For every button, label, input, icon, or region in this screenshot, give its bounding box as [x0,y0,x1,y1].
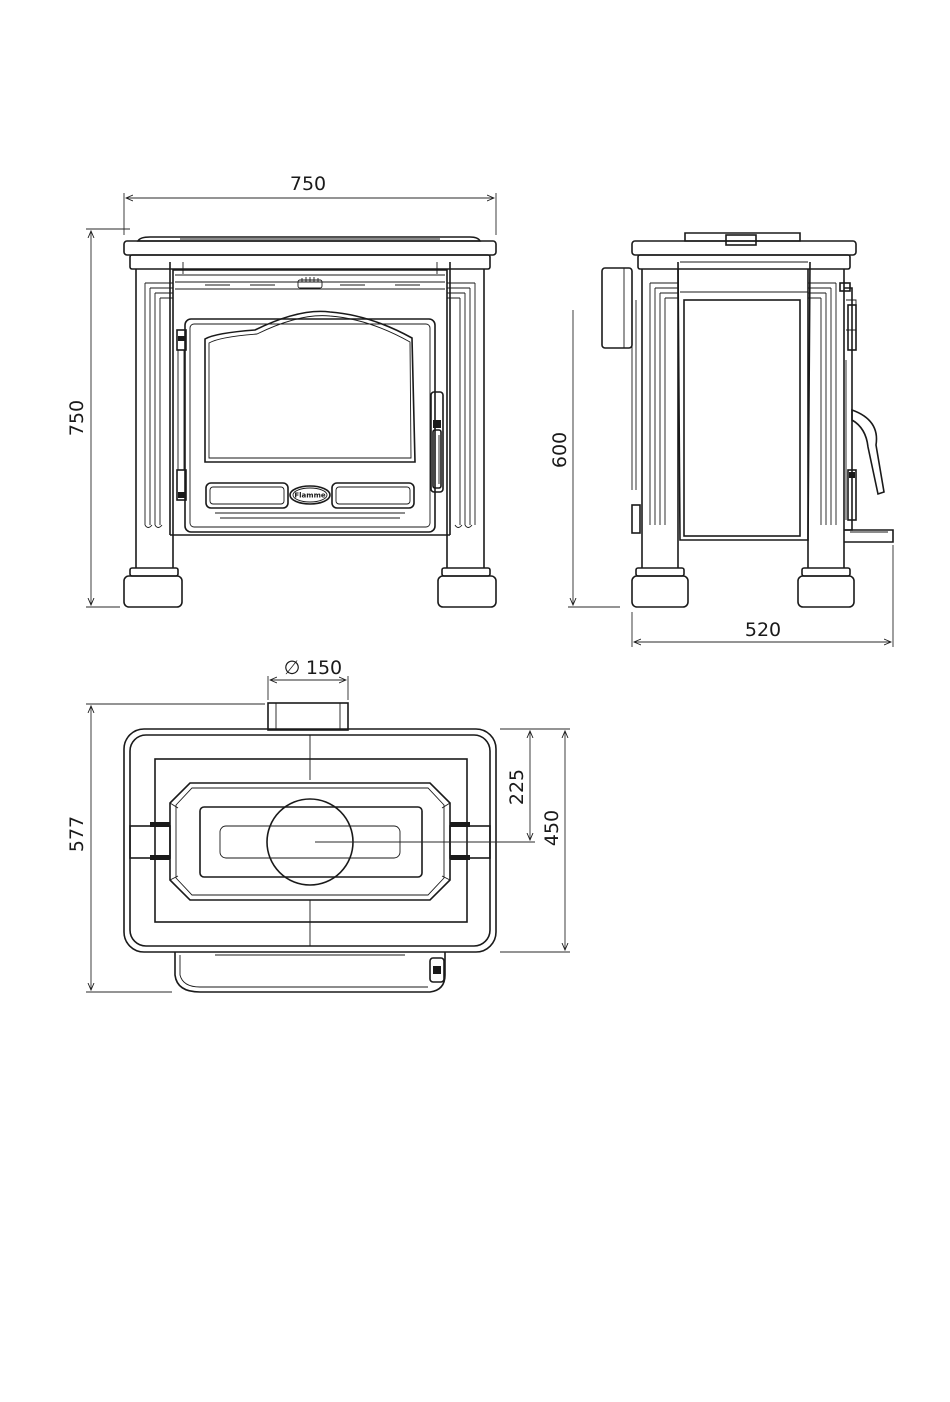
dim-top-depth: 577 [66,816,88,852]
dim-side-depth: 520 [745,619,781,641]
dim-flue-offset: 225 [506,769,528,805]
dim-flue-diameter: 150 [306,657,342,679]
dim-side-height: 600 [549,432,571,468]
door-handle-icon [431,392,443,492]
dim-flue-symbol: ∅ [284,657,301,679]
front-view: Flamme [124,237,496,607]
brand-logo: Flamme [290,486,330,504]
top-handle-icon [430,958,444,982]
dim-body-depth: 450 [541,810,563,846]
dim-front-width: 750 [290,173,326,195]
dim-front-height: 750 [66,400,88,436]
top-view [124,703,496,992]
svg-text:Flamme: Flamme [294,492,325,500]
air-control-icon [298,277,322,288]
side-view [602,233,893,607]
